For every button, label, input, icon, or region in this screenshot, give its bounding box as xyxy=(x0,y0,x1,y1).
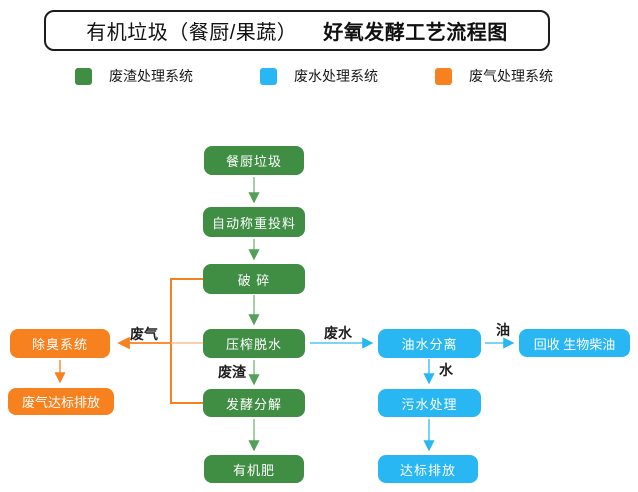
edge-label-water: 水 xyxy=(439,362,453,378)
node-auto-weigh-feed: 自动称重投料 xyxy=(203,207,305,237)
diagram-title-subject: 有机垃圾（餐厨/果蔬） xyxy=(86,22,298,44)
legend-swatch-orange xyxy=(435,67,452,85)
node-gas-discharge: 废气达标排放 xyxy=(8,388,114,415)
edge-label-waste-gas: 废气 xyxy=(130,326,158,342)
node-deodorize-system: 除臭系统 xyxy=(10,329,110,358)
legend-swatch-green xyxy=(75,67,92,85)
gas-collector-line xyxy=(170,278,203,404)
edge-label-waste-residue: 废渣 xyxy=(218,364,246,380)
node-sewage-treatment: 污水处理 xyxy=(378,389,481,417)
diagram-title-box: 有机垃圾（餐厨/果蔬） 好氧发酵工艺流程图 xyxy=(44,10,550,51)
edge-label-oil: 油 xyxy=(496,322,510,338)
legend-label: 废渣处理系统 xyxy=(109,68,193,84)
node-ferment-decompose: 发酵分解 xyxy=(203,389,305,417)
node-biodiesel-recycle: 回收 生物柴油 xyxy=(519,329,630,357)
node-kitchen-waste: 餐厨垃圾 xyxy=(204,146,304,175)
legend-label: 废气处理系统 xyxy=(469,68,553,84)
node-water-discharge: 达标排放 xyxy=(378,455,478,483)
legend-item-solid-waste: 废渣处理系统 xyxy=(75,66,193,86)
legend-label: 废水处理系统 xyxy=(294,68,378,84)
legend-item-waste-water: 废水处理系统 xyxy=(260,66,378,86)
node-oil-water-separation: 油水分离 xyxy=(378,329,481,358)
legend-item-waste-gas: 废气处理系统 xyxy=(435,66,553,86)
node-organic-fertilizer: 有机肥 xyxy=(204,455,304,483)
edge-label-waste-water: 废水 xyxy=(324,325,352,341)
diagram-title-main: 好氧发酵工艺流程图 xyxy=(323,22,508,44)
legend-swatch-blue xyxy=(260,67,277,85)
node-press-dewater: 压榨脱水 xyxy=(203,329,305,358)
node-crush: 破 碎 xyxy=(203,264,305,294)
